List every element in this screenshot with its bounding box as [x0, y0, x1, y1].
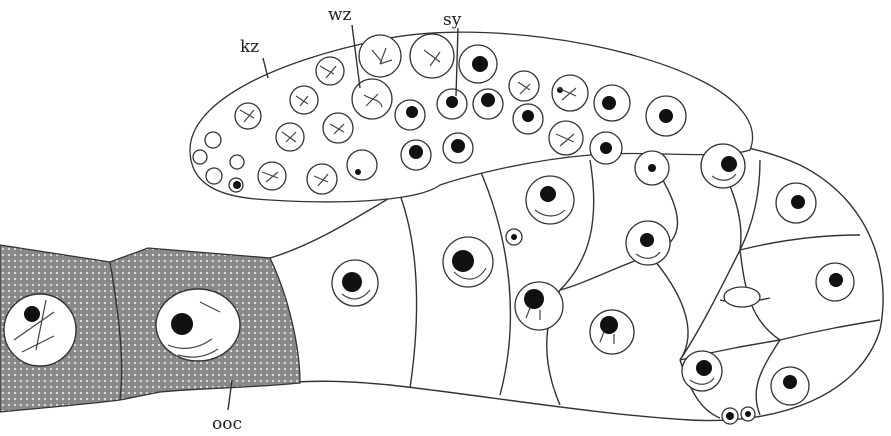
small-cell	[724, 287, 760, 307]
label-wz: wz	[328, 5, 352, 25]
label-ooc: ooc	[212, 414, 242, 434]
label-sy: sy	[443, 10, 462, 30]
label-kz: kz	[240, 37, 259, 57]
oocyte-nucleus	[156, 289, 240, 361]
